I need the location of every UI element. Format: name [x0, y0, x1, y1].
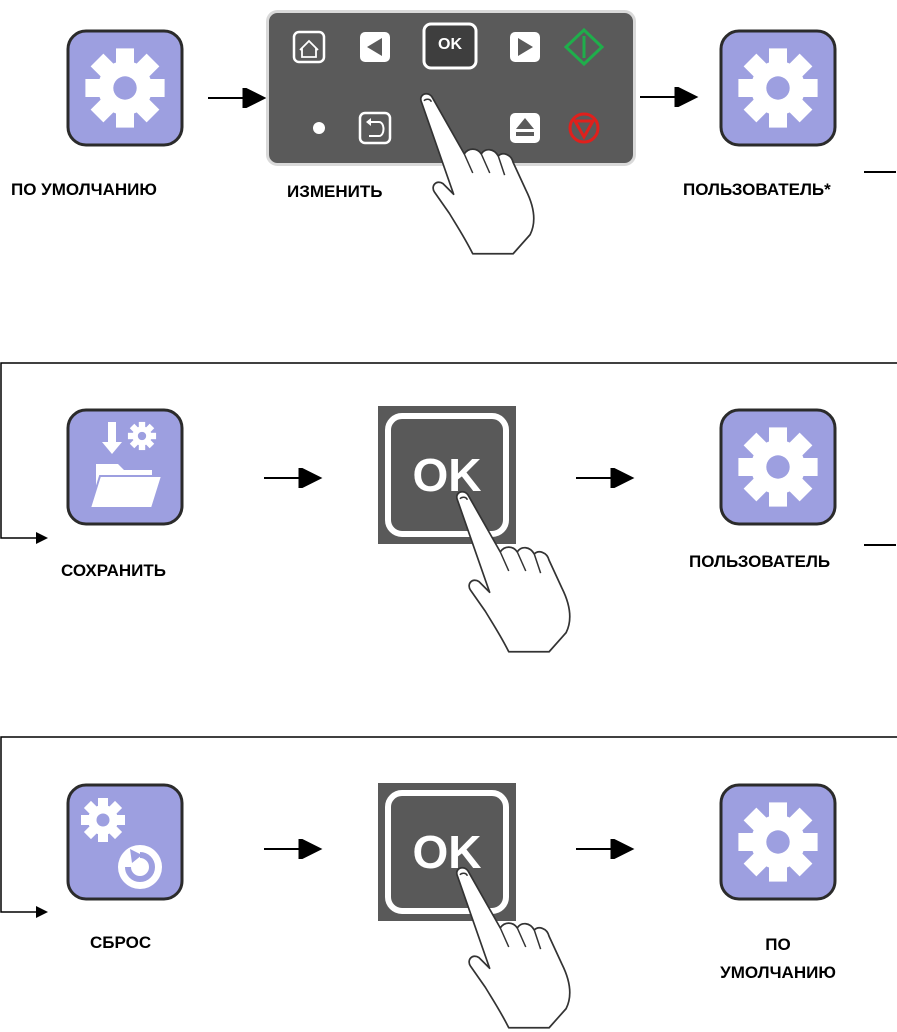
- arrow-connector: [640, 87, 699, 107]
- home-icon: [292, 30, 326, 64]
- arrow-connector: [264, 468, 323, 488]
- ok-key: OK: [378, 783, 516, 921]
- ok-key-label: OK: [412, 449, 482, 501]
- pointing-hand-icon: [438, 486, 588, 656]
- overline: [864, 544, 896, 546]
- save-label: СОХРАНИТЬ: [61, 561, 166, 580]
- back-icon: [358, 111, 392, 145]
- arrow-left-icon: [360, 32, 390, 62]
- ok-button: [422, 22, 478, 70]
- ok-key: OK: [378, 406, 516, 544]
- start-icon: [563, 27, 605, 67]
- stop-icon: [568, 112, 600, 144]
- reset-label: СБРОС: [90, 933, 152, 952]
- dot-icon: [313, 122, 325, 134]
- user-modified-label: ПОЛЬЗОВАТЕЛЬ*: [683, 180, 831, 199]
- gear-icon: [738, 802, 818, 882]
- keypad-panel: OK: [266, 10, 636, 166]
- gear-icon: [85, 48, 165, 128]
- save-tile: [66, 408, 184, 526]
- default-gear-tile: [719, 783, 837, 901]
- arrow-connector: [264, 839, 323, 859]
- row3-bracket: [0, 736, 897, 918]
- user-gear-tile: [719, 408, 837, 526]
- ok-key-label: OK: [412, 826, 482, 878]
- user-label: ПОЛЬЗОВАТЕЛЬ: [689, 552, 831, 571]
- ok-label: OK: [438, 36, 462, 53]
- arrow-connector: [576, 839, 635, 859]
- change-label: ИЗМЕНИТЬ: [287, 182, 383, 201]
- reset-gear-icon: [81, 798, 162, 889]
- reset-tile: [66, 783, 184, 901]
- default-gear-tile: [66, 29, 184, 147]
- default-label: ПО УМОЛЧАНИЮ: [11, 180, 157, 199]
- gear-icon: [738, 427, 818, 507]
- arrow-right-icon: [510, 32, 540, 62]
- user-gear-tile: [719, 29, 837, 147]
- default-label-line1: ПО: [765, 935, 791, 954]
- pointing-hand-icon: [438, 862, 588, 1032]
- modified-overline: [864, 171, 896, 173]
- arrow-connector: [208, 88, 267, 108]
- pointing-hand-icon: [402, 88, 552, 258]
- arrow-connector: [576, 468, 635, 488]
- eject-icon: [510, 113, 540, 143]
- row2-bracket: [0, 362, 897, 544]
- default-label-line2: УМОЛЧАНИЮ: [720, 963, 836, 982]
- gear-icon: [738, 48, 818, 128]
- save-folder-icon: [88, 421, 164, 509]
